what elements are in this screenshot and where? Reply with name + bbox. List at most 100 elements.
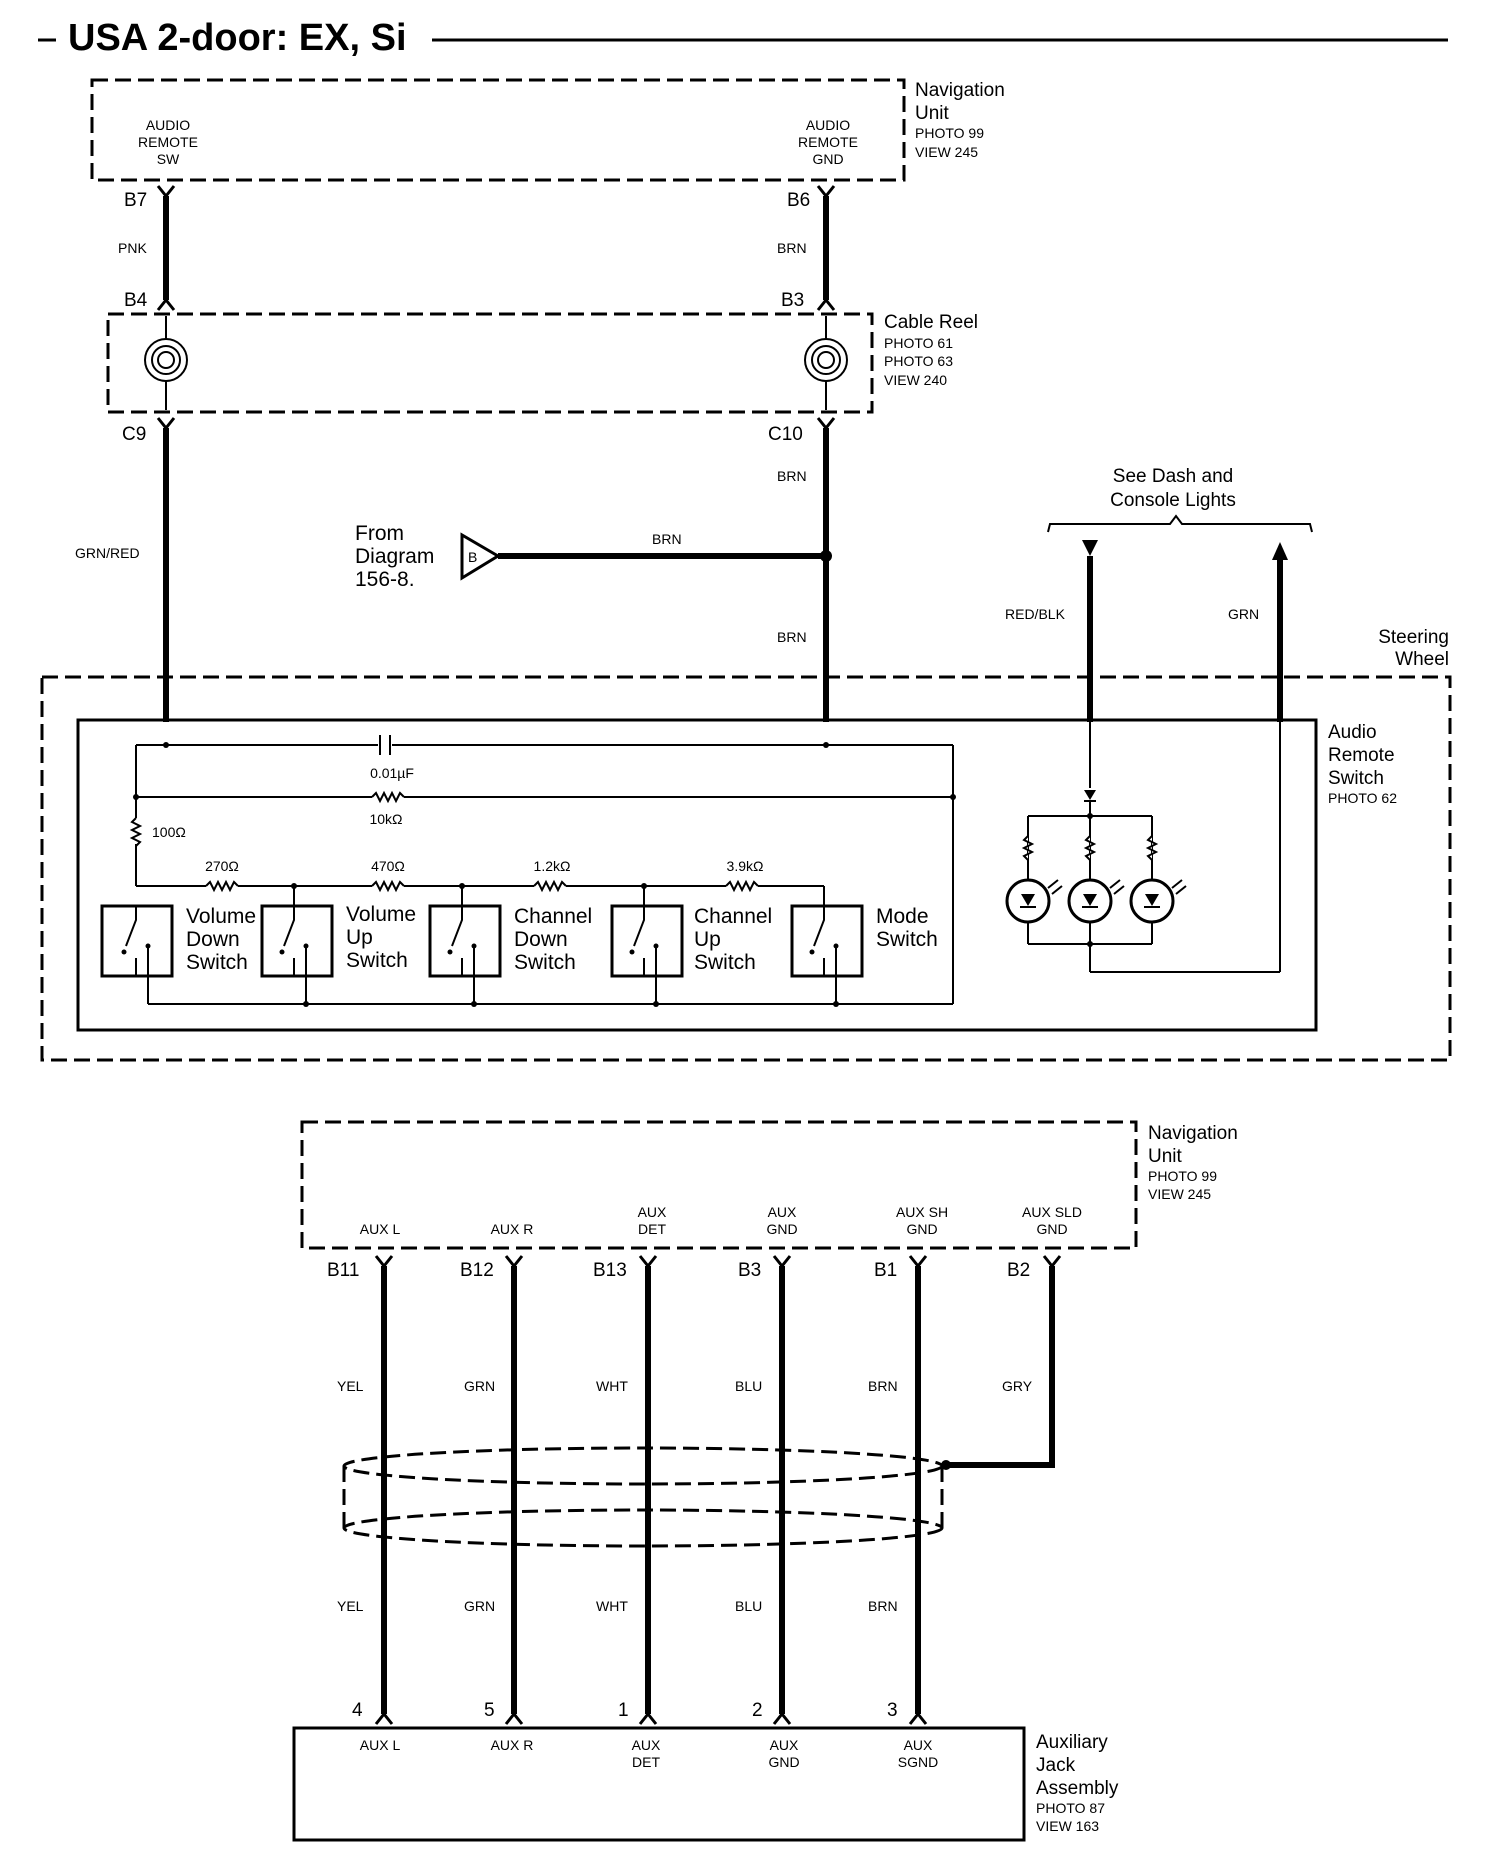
aux-det-pin-label: AUX DET [638, 1204, 667, 1237]
arrow-down-redblk [1082, 540, 1098, 556]
svg-text:DET: DET [632, 1754, 660, 1770]
resistor-470-value: 470Ω [371, 858, 405, 874]
see-dash-bracket [1047, 514, 1313, 533]
connector-b13: B13 [593, 1260, 627, 1281]
svg-text:Mode: Mode [876, 905, 929, 928]
jack-aux-det-label: AUX DET [632, 1737, 661, 1770]
connector-b7-symbol [156, 185, 176, 199]
connector-c10: C10 [768, 424, 803, 445]
svg-text:From: From [355, 522, 404, 545]
connector-b4-symbol [156, 297, 176, 311]
jack-pin-4: 4 [352, 1700, 363, 1721]
wire-color-gry: GRY [1002, 1378, 1033, 1394]
svg-text:VIEW 245: VIEW 245 [915, 144, 978, 160]
svg-text:156-8.: 156-8. [355, 568, 415, 591]
jack-connector-symbols [374, 1711, 928, 1725]
wire-color-yel-lower: YEL [337, 1598, 364, 1614]
svg-text:Wheel: Wheel [1395, 649, 1449, 670]
svg-text:GND: GND [906, 1221, 937, 1237]
resistor-270-value: 270Ω [205, 858, 239, 874]
svg-text:Console Lights: Console Lights [1110, 490, 1236, 511]
wire-color-brn-low: BRN [777, 629, 807, 645]
connector-c9-symbol [156, 417, 176, 431]
svg-text:Up: Up [346, 926, 373, 949]
connector-c10-symbol [816, 417, 836, 431]
node-10k-right [950, 794, 956, 800]
svg-text:Diagram: Diagram [355, 545, 434, 568]
pin-audio-remote-gnd: AUDIO REMOTE GND [798, 117, 858, 167]
jack-aux-r-label: AUX R [491, 1737, 534, 1753]
svg-text:Auxiliary: Auxiliary [1036, 1732, 1108, 1753]
wire-gry [946, 1266, 1055, 1468]
audio-remote-switch-label: Audio Remote Switch PHOTO 62 [1328, 722, 1397, 806]
aux-sld-gnd-pin-label: AUX SLD GND [1022, 1204, 1082, 1237]
svg-text:GND: GND [812, 151, 843, 167]
wire-color-brn-upper: BRN [868, 1378, 898, 1394]
svg-text:SW: SW [157, 151, 180, 167]
connector-b3-symbol [816, 297, 836, 311]
connector-b7: B7 [124, 190, 147, 211]
svg-text:Down: Down [514, 928, 568, 951]
resistor-470 [371, 879, 405, 893]
resistor-3k9 [725, 879, 759, 893]
svg-text:AUX: AUX [904, 1737, 933, 1753]
jack-aux-l-label: AUX L [360, 1737, 401, 1753]
svg-text:AUX R: AUX R [491, 1221, 534, 1237]
off-page-connector-b [460, 532, 501, 581]
svg-text:See Dash and: See Dash and [1113, 466, 1233, 487]
wire-color-red-blk: RED/BLK [1005, 606, 1066, 622]
pin-audio-remote-sw: AUDIO REMOTE SW [138, 117, 198, 167]
nav-unit-top-label: Navigation Unit PHOTO 99 VIEW 245 [915, 80, 1005, 160]
jack-pin-3: 3 [887, 1700, 898, 1721]
switch-volume-up [260, 886, 334, 978]
connector-b11: B11 [327, 1260, 359, 1281]
svg-text:AUX: AUX [770, 1737, 799, 1753]
wire-color-grn-red: GRN/RED [75, 545, 140, 561]
svg-text:Up: Up [694, 928, 721, 951]
svg-text:AUDIO: AUDIO [806, 117, 850, 133]
wire-color-wht-lower: WHT [596, 1598, 628, 1614]
svg-text:PHOTO 62: PHOTO 62 [1328, 790, 1397, 806]
nav-unit-top-box [90, 78, 906, 182]
switch-label-channel-up: Channel Up Switch [694, 905, 772, 974]
svg-text:Audio: Audio [1328, 722, 1377, 743]
cable-reel-box [106, 312, 874, 414]
wire-color-grn-upper: GRN [464, 1378, 495, 1394]
ret-node-5 [833, 1001, 839, 1007]
svg-text:VIEW 163: VIEW 163 [1036, 1818, 1099, 1834]
resistor-10k [371, 790, 405, 804]
svg-text:Channel: Channel [694, 905, 772, 928]
svg-text:PHOTO 87: PHOTO 87 [1036, 1800, 1105, 1816]
wire-color-yel-upper: YEL [337, 1378, 364, 1394]
svg-text:Switch: Switch [694, 951, 756, 974]
steering-wheel-label: Steering Wheel [1378, 627, 1449, 670]
wire-color-brn-top: BRN [777, 240, 807, 256]
switch-label-volume-down: Volume Down Switch [186, 905, 256, 974]
switch-label-volume-up: Volume Up Switch [346, 903, 416, 972]
connector-b6: B6 [787, 190, 810, 211]
aux-l-pin-label: AUX L [360, 1221, 401, 1237]
aux-jack-box [292, 1726, 1026, 1842]
svg-text:Down: Down [186, 928, 240, 951]
connector-b6-symbol [816, 185, 836, 199]
aux-r-pin-label: AUX R [491, 1221, 534, 1237]
wire-color-brn-horizontal: BRN [652, 531, 682, 547]
svg-text:AUX SLD: AUX SLD [1022, 1204, 1082, 1220]
switch-channel-down [428, 886, 502, 978]
ret-node-2 [303, 1001, 309, 1007]
switch-label-channel-down: Channel Down Switch [514, 905, 592, 974]
switch-volume-down [100, 904, 174, 978]
svg-text:Volume: Volume [186, 905, 256, 928]
ret-node-4 [653, 1001, 659, 1007]
wire-color-blu-upper: BLU [735, 1378, 762, 1394]
connector-b3-bottom: B3 [738, 1260, 761, 1281]
svg-text:PHOTO 63: PHOTO 63 [884, 353, 953, 369]
svg-text:Cable Reel: Cable Reel [884, 312, 978, 333]
svg-text:PHOTO 61: PHOTO 61 [884, 335, 953, 351]
svg-text:GND: GND [1036, 1221, 1067, 1237]
cable-reel-coil-right [804, 316, 848, 410]
svg-text:Unit: Unit [915, 103, 950, 124]
svg-text:PHOTO 99: PHOTO 99 [1148, 1168, 1217, 1184]
resistor-100 [129, 817, 143, 847]
svg-text:AUX: AUX [638, 1204, 667, 1220]
